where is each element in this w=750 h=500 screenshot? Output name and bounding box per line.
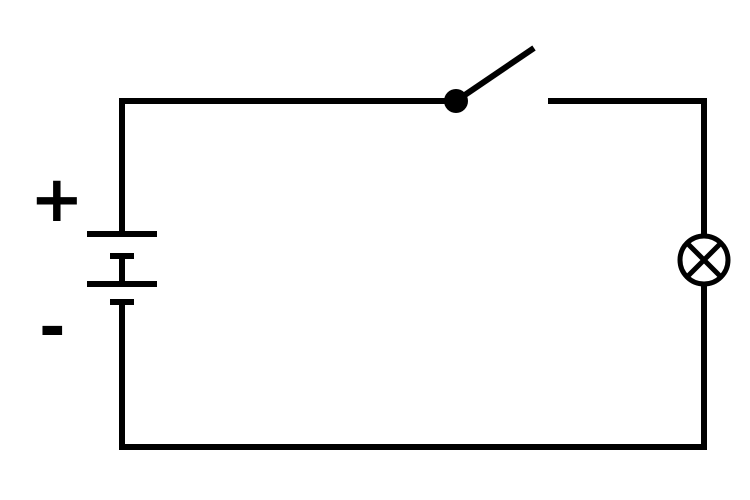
battery-positive-label: + — [30, 163, 84, 237]
switch-lever — [454, 45, 536, 104]
wire-left-top — [119, 98, 456, 232]
battery-icon — [87, 231, 157, 305]
switch-pivot — [444, 89, 468, 113]
lamp-icon — [677, 233, 731, 287]
lamp-cross-2 — [685, 241, 723, 279]
battery-negative-label: - — [39, 291, 66, 365]
switch-icon — [444, 45, 536, 113]
wire-bottom — [119, 284, 707, 450]
wire-right-top — [548, 98, 707, 236]
